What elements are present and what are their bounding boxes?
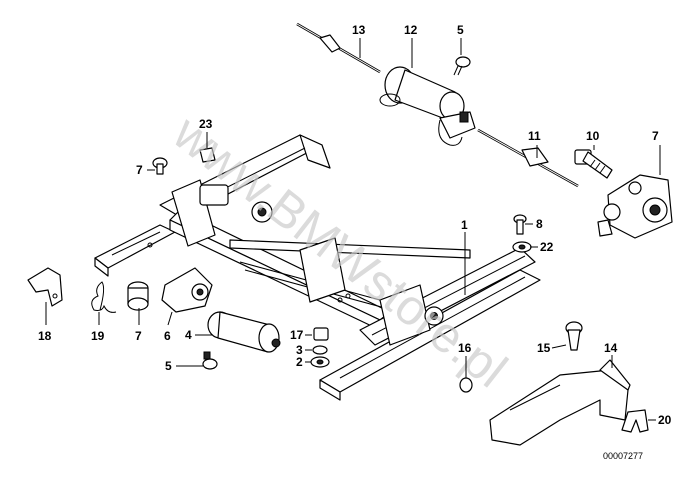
callout-labels: 13 12 5 11 10 7 23 7 8 22 1 18 19 7 6 4 … [38,23,672,461]
drive-cable-14[interactable] [296,22,381,74]
callout-3: 3 [296,343,303,357]
clip-21[interactable] [621,409,649,433]
nut-18[interactable] [313,327,329,341]
screw-16[interactable] [565,321,583,351]
bracket-19[interactable] [27,267,63,307]
callout-15: 14 [604,341,618,355]
doc-number: 00007277 [603,451,643,461]
callout-1: 1 [461,218,468,232]
callout-17: 16 [458,341,472,355]
cover-trim-15[interactable] [489,359,631,446]
gear-housing-6[interactable] [161,267,213,313]
drive-cable-12[interactable] [477,128,579,188]
callout-13: 12 [404,23,418,37]
callout-11: 10 [586,129,600,143]
motor-10[interactable] [597,174,673,239]
callout-6: 6 [164,329,171,343]
screw-8[interactable] [152,157,168,175]
bushing-7[interactable] [127,281,149,311]
callout-16: 15 [537,341,551,355]
callout-23: 23 [199,117,213,131]
callout-12: 11 [528,129,541,143]
washer-22[interactable] [512,241,532,253]
washer-3[interactable] [312,345,328,355]
seat-rail-frame[interactable] [94,134,541,401]
bolt-11[interactable] [574,149,613,179]
motor-13[interactable] [379,66,476,146]
callout-4: 4 [185,328,192,342]
callout-22: 22 [540,240,554,254]
leader-lines [45,38,661,421]
washer-2[interactable] [310,356,330,368]
callout-18: 17 [290,328,304,342]
callout-19: 18 [38,329,52,343]
callout-2: 2 [296,355,303,369]
callout-7: 7 [135,329,142,343]
callout-10: 7 [652,129,659,143]
screw-5-bottom[interactable] [202,351,218,370]
callout-8: 7 [136,163,143,177]
screw-9[interactable] [513,214,527,235]
callout-21: 20 [658,413,672,427]
callout-5-top: 5 [457,23,464,37]
callout-5-bottom: 5 [165,359,172,373]
callout-20: 19 [91,329,105,343]
callout-9: 8 [536,217,543,231]
plug-23[interactable] [199,147,216,163]
spring-20[interactable] [91,281,117,313]
motor-4[interactable] [207,311,281,353]
callout-14: 13 [352,23,366,37]
screw-5-top[interactable] [453,56,471,76]
